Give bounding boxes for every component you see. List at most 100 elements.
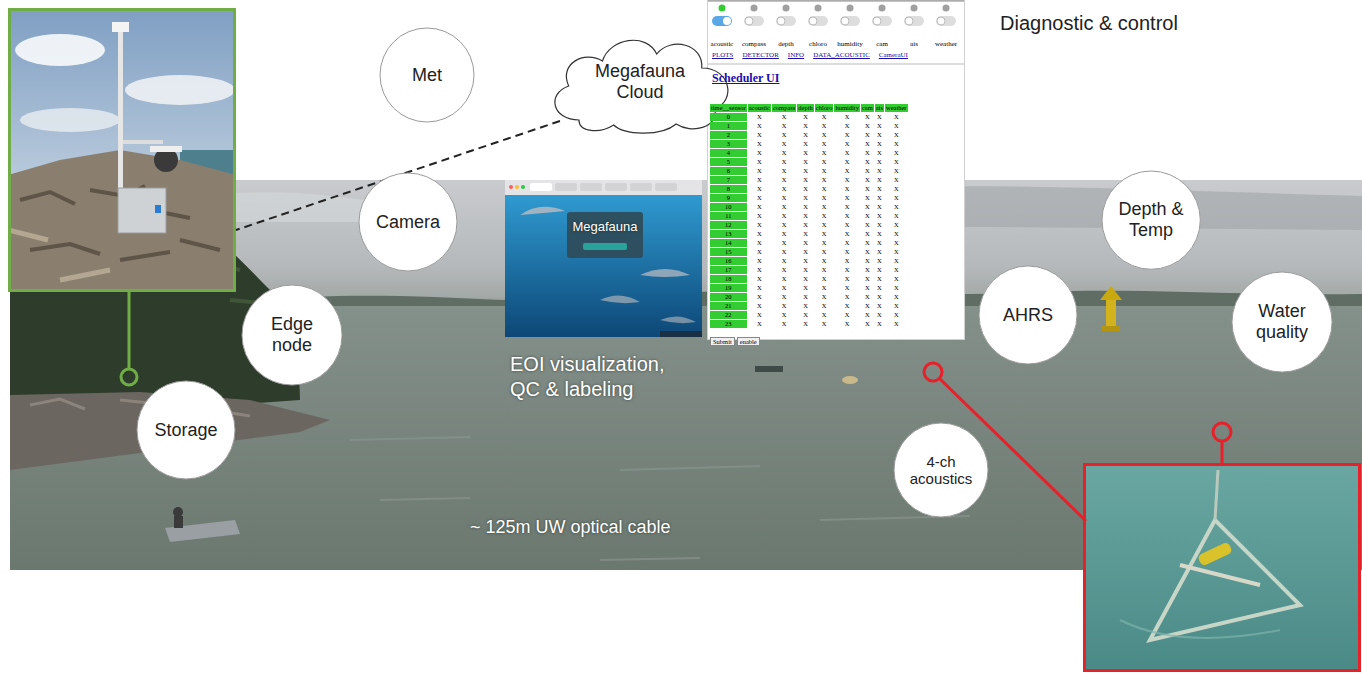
table-cell: X [748,167,771,175]
toggle-label: acoustic [711,40,734,48]
circle-node: Water quality [1231,271,1333,373]
table-cell: X [861,113,874,121]
table-cell: X [834,158,859,166]
table-cell: X [772,203,796,211]
table-cell: X [797,149,813,157]
table-cell: X [815,239,834,247]
schedule-row: 1XXXXXXXX [710,122,908,130]
table-cell: X [815,320,834,328]
table-cell: X [772,167,796,175]
table-cell: X [885,149,908,157]
hour-cell: 12 [710,221,747,229]
table-cell: X [815,158,834,166]
hour-cell: 21 [710,302,747,310]
table-cell: X [885,113,908,121]
table-cell: X [861,239,874,247]
table-cell: X [885,212,908,220]
schedule-body: time__sensoracousticcompassdepthchlorohu… [710,104,908,328]
table-cell: X [834,302,859,310]
header-cell: cam [861,104,874,112]
schedule-row: 4XXXXXXXX [710,149,908,157]
table-cell: X [797,248,813,256]
hour-cell: 9 [710,194,747,202]
table-cell: X [875,221,884,229]
table-cell: X [885,158,908,166]
table-cell: X [772,212,796,220]
table-cell: X [834,167,859,175]
header-cell: compass [772,104,796,112]
table-cell: X [748,122,771,130]
table-cell: X [875,311,884,319]
table-cell: X [748,248,771,256]
table-cell: X [875,149,884,157]
table-cell: X [772,122,796,130]
table-cell: X [885,140,908,148]
table-cell: X [815,266,834,274]
table-cell: X [797,113,813,121]
nav-link: DATA_ACOUSTIC [813,51,870,59]
header-cell: ais [875,104,884,112]
table-cell: X [797,320,813,328]
link-row: PLOTSDETECTORINFODATA_ACOUSTICCameraUI [712,51,908,59]
circle-node: Met [379,27,475,123]
node-label: Storage [146,420,226,441]
node-text-stack: AHRS [988,305,1068,326]
table-cell: X [861,293,874,301]
circle-node: AHRS [978,265,1078,365]
schedule-row: 2XXXXXXXX [710,131,908,139]
table-cell: X [834,320,859,328]
table-cell: X [875,113,884,121]
hour-cell: 3 [710,140,747,148]
toggle-label: compass [742,40,766,48]
node-label: Edge node [252,314,332,355]
table-cell: X [861,185,874,193]
table-cell: X [748,149,771,157]
table-cell: X [875,203,884,211]
table-cell: X [861,266,874,274]
table-cell: X [815,149,834,157]
table-cell: X [772,185,796,193]
schedule-table: time__sensoracousticcompassdepthchlorohu… [709,103,909,329]
table-cell: X [875,293,884,301]
table-cell: X [748,302,771,310]
button-row: Submitenable [710,330,762,348]
table-cell: X [797,257,813,265]
header-cell: depth [797,104,813,112]
toggle-label: chloro [809,40,827,48]
header-cell: weather [885,104,908,112]
table-cell: X [885,239,908,247]
cable-label: ~ 125m UW optical cable [470,516,671,539]
table-cell: X [772,275,796,283]
table-cell: X [875,257,884,265]
circle-node: 4-ch acoustics [893,422,989,518]
header-cell: humidity [834,104,859,112]
table-cell: X [875,275,884,283]
table-cell: X [861,149,874,157]
circle-shape [1232,272,1332,372]
table-cell: X [875,194,884,202]
table-cell: X [748,266,771,274]
node-text-stack: Storage [146,420,226,441]
table-cell: X [875,248,884,256]
table-cell: X [885,221,908,229]
table-cell: X [797,158,813,166]
schedule-row: 17XXXXXXXX [710,266,908,274]
table-cell: X [875,302,884,310]
hour-cell: 22 [710,311,747,319]
table-cell: X [875,239,884,247]
circle-node: Camera [358,172,458,272]
circle-shape [1102,171,1200,269]
table-cell: X [875,185,884,193]
table-cell: X [834,266,859,274]
table-cell: X [772,320,796,328]
hour-cell: 23 [710,320,747,328]
table-cell: X [861,131,874,139]
table-cell: X [772,131,796,139]
circle-shape [359,173,457,271]
table-cell: X [834,185,859,193]
table-cell: X [815,221,834,229]
table-cell: X [875,158,884,166]
table-cell: X [748,140,771,148]
node-label: Water quality [1242,301,1322,342]
table-cell: X [797,293,813,301]
